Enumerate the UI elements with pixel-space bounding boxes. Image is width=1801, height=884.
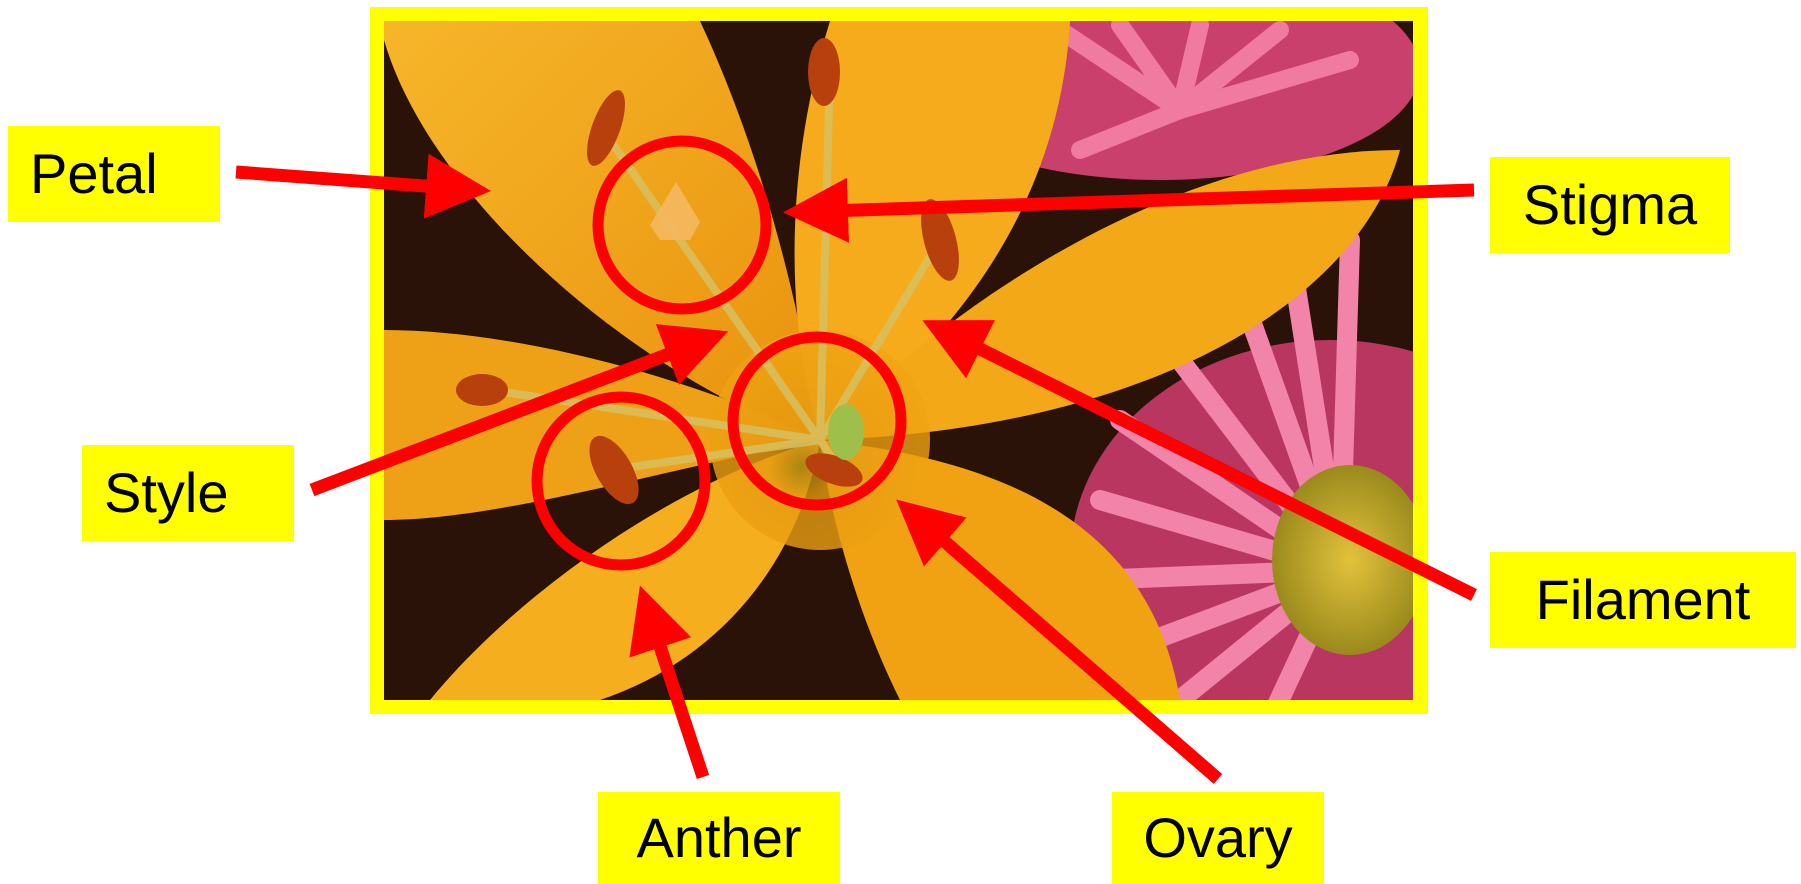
style-label: Style (82, 445, 294, 541)
petal-label: Petal (8, 126, 220, 222)
filament-label: Filament (1490, 552, 1796, 648)
stigma-label: Stigma (1490, 157, 1730, 253)
anther-label: Anther (598, 792, 840, 884)
ovary-label: Ovary (1112, 792, 1324, 884)
